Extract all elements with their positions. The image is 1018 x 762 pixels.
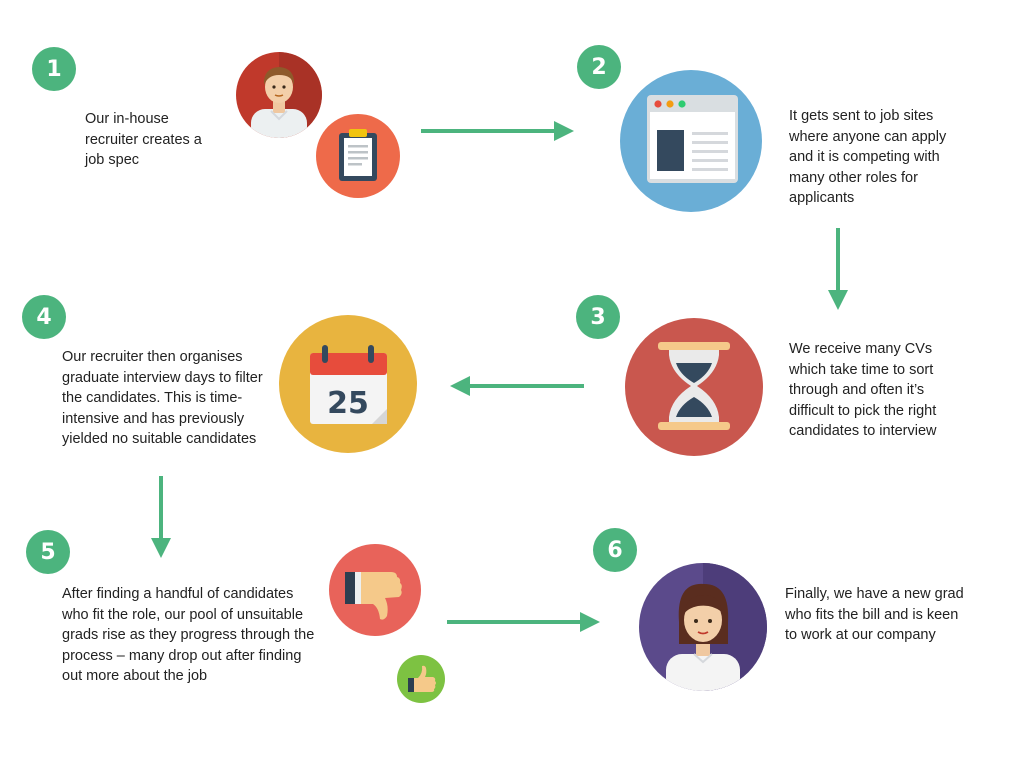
arrow-step3-to-step4	[450, 376, 584, 396]
arrow-step5-to-step6	[447, 612, 600, 632]
step-1-badge: 1	[32, 47, 76, 91]
step-3-badge: 3	[576, 295, 620, 339]
arrow-step4-to-step5	[151, 476, 171, 558]
calendar-day: 25	[327, 386, 369, 421]
step-6-badge: 6	[593, 528, 637, 572]
arrow-step1-to-step2	[421, 121, 574, 141]
clipboard-icon	[316, 114, 400, 198]
hourglass-icon	[625, 318, 763, 456]
calendar-icon: 25	[279, 315, 417, 453]
recruiter-avatar-icon	[236, 52, 322, 138]
step-5-text: After finding a handful of candidates wh…	[62, 586, 315, 684]
step-2-badge: 2	[577, 45, 621, 89]
graduate-avatar-icon	[639, 563, 767, 691]
thumbs-down-icon	[329, 544, 421, 636]
step-3-text: We receive many CVs which take time to s…	[789, 341, 937, 439]
step-2-text: It gets sent to job sites where anyone c…	[789, 108, 947, 206]
arrow-step2-to-step3	[828, 228, 848, 310]
thumbs-up-icon	[397, 655, 445, 703]
step-5-badge: 5	[26, 530, 70, 574]
step-1-text: Our in-house recruiter creates a job spe…	[85, 111, 202, 168]
browser-window-icon	[620, 70, 762, 212]
step-6-text: Finally, we have a new grad who fits the…	[785, 586, 964, 643]
step-4-text: Our recruiter then organises graduate in…	[62, 349, 263, 447]
step-4-badge: 4	[22, 295, 66, 339]
